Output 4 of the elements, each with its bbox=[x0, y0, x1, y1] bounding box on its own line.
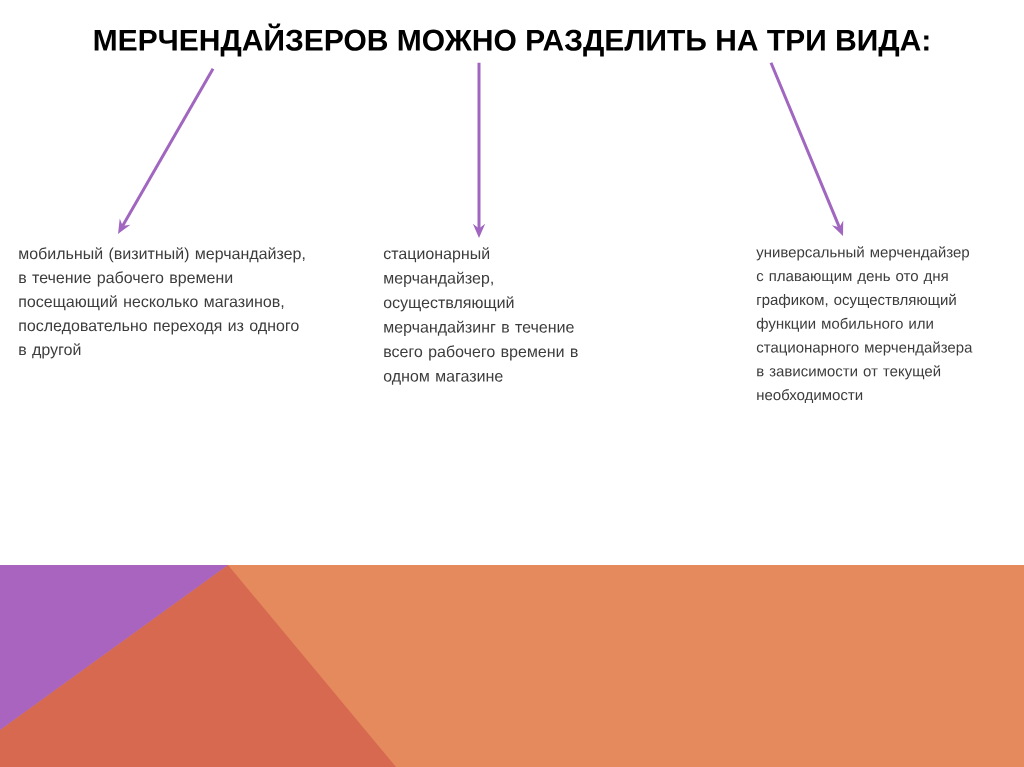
description-text: стационарный мерчандайзер, осуществляющий мерчандайзинг в течение всего рабочего времени в одном магазине bbox=[383, 247, 578, 385]
heading: МЕРЧЕНДАЙЗЕРОВ МОЖНО РАЗДЕЛИТЬ НА ТРИ ВИДА: bbox=[94, 23, 929, 57]
description-text: мобильный (визитный) мерчандайзер, в течение рабочего времени посещающий несколько магазинов, последовательно переходя из одного в другой bbox=[19, 247, 305, 359]
description-text: универсальный мерчендайзер с плавающим день ото дня графиком, осуществляющий функции мобильного или стационарного мерчендайзера в зависимости от текущей необходимости bbox=[756, 246, 973, 404]
